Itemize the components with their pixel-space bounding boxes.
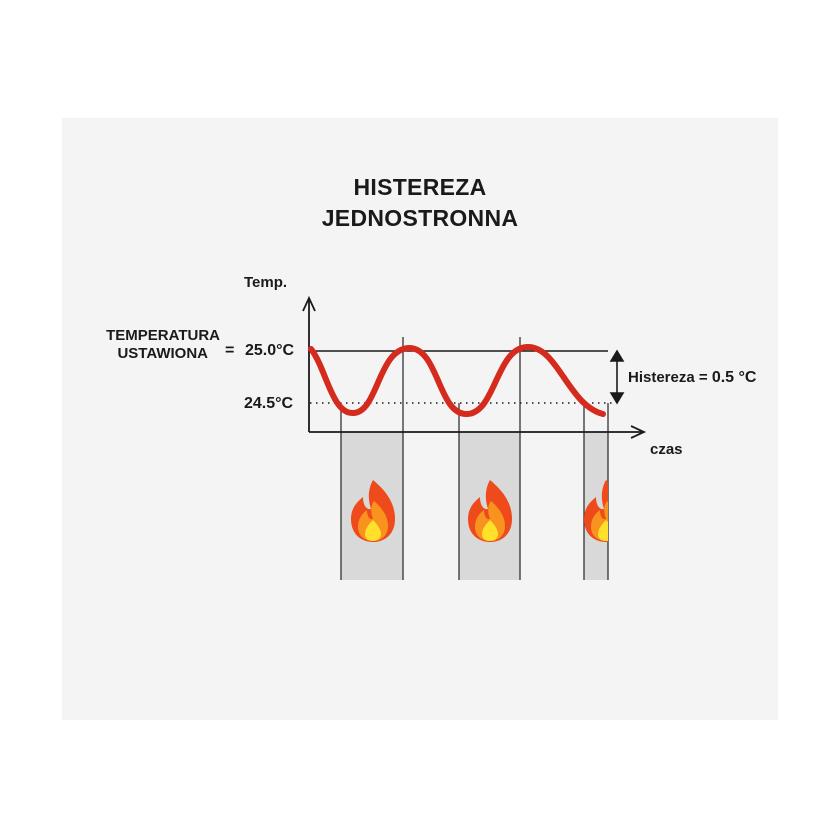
setpoint-label-line-1: TEMPERATURA <box>106 327 220 344</box>
y-axis-label: Temp. <box>244 274 288 291</box>
x-axis-label: czas <box>650 441 683 458</box>
hysteresis-label: Histereza = <box>628 369 708 386</box>
diagram-title-line-2: JEDNOSTRONNA <box>321 205 519 231</box>
hysteresis-label-group: Histereza = 0.5 °C <box>628 369 756 387</box>
setpoint-equals: = <box>225 342 235 359</box>
hysteresis-value: 0.5 °C <box>711 369 757 386</box>
x-axis <box>309 425 647 439</box>
setpoint-label-line-2: USTAWIONA <box>117 345 208 362</box>
diagram-title-line-1: HISTEREZA <box>353 174 487 200</box>
diagram-background <box>62 118 778 720</box>
y-axis <box>302 295 316 432</box>
lower-threshold-value: 24.5°C <box>244 395 294 412</box>
hysteresis-arrow <box>609 349 625 405</box>
setpoint-value: 25.0°C <box>245 342 295 359</box>
temperature-curve <box>308 344 606 418</box>
